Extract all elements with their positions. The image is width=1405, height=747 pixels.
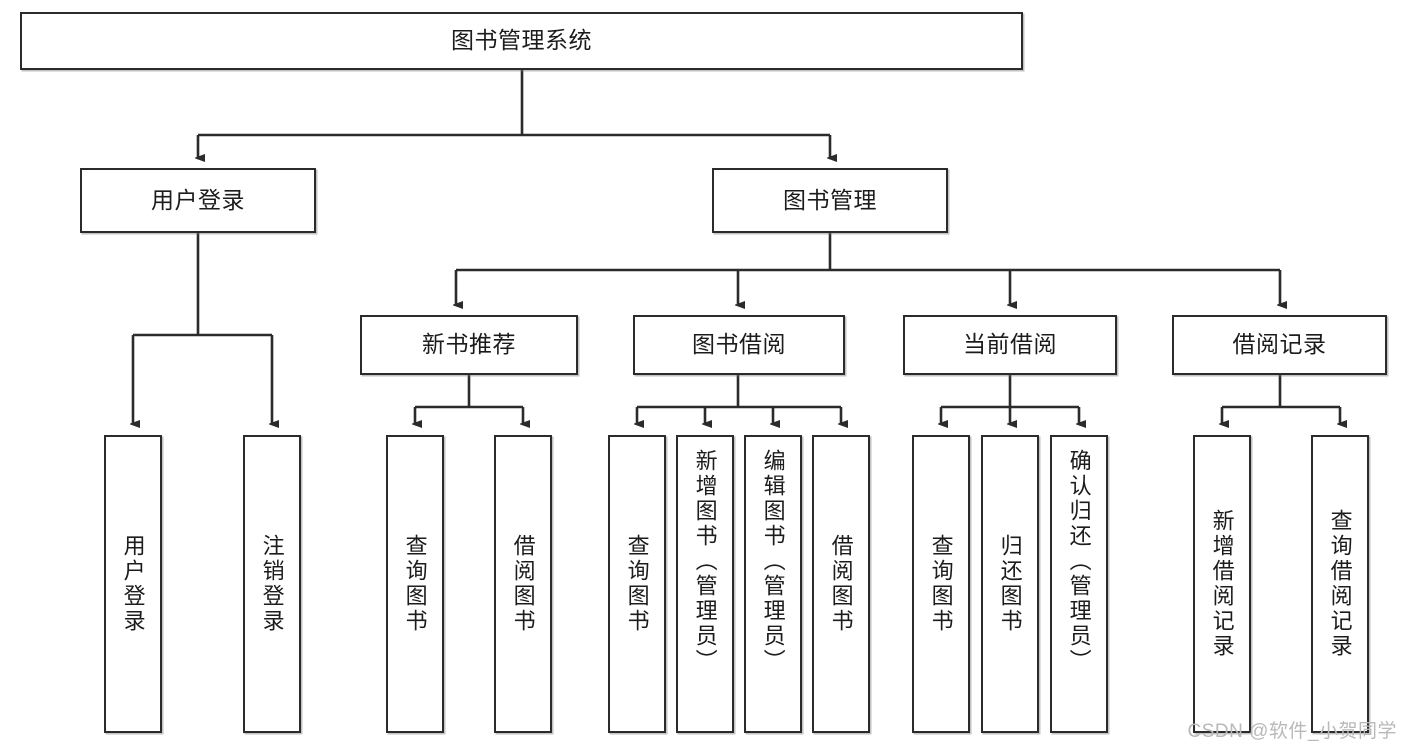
node-user-login[interactable]: 用户登录 — [80, 168, 316, 233]
leaf-label: 查询图书 — [402, 534, 428, 634]
node-root[interactable]: 图书管理系统 — [20, 12, 1023, 70]
node-book-management-label: 图书管理 — [783, 186, 877, 213]
node-current-borrow[interactable]: 当前借阅 — [903, 315, 1117, 375]
leaf-current-query-book[interactable]: 查询图书 — [912, 435, 970, 733]
leaf-label: 用户登录 — [120, 534, 146, 634]
node-book-borrow[interactable]: 图书借阅 — [633, 315, 845, 375]
node-user-login-label: 用户登录 — [151, 186, 245, 213]
leaf-user-login-signout[interactable]: 注销登录 — [243, 435, 301, 733]
leaf-label: 编辑图书（管理员） — [760, 449, 786, 674]
leaf-label: 新增借阅记录 — [1209, 509, 1235, 659]
watermark-text: CSDN @软件_小贺同学 — [1187, 721, 1397, 742]
leaf-new-book-query[interactable]: 查询图书 — [386, 435, 444, 733]
leaf-label: 借阅图书 — [510, 534, 536, 634]
leaf-borrow-edit-book-admin[interactable]: 编辑图书（管理员） — [744, 435, 802, 733]
leaf-record-query-borrow-record[interactable]: 查询借阅记录 — [1311, 435, 1369, 733]
leaf-new-book-borrow[interactable]: 借阅图书 — [494, 435, 552, 733]
leaf-current-confirm-return-admin[interactable]: 确认归还（管理员） — [1050, 435, 1108, 733]
leaf-label: 查询图书 — [624, 534, 650, 634]
node-current-borrow-label: 当前借阅 — [963, 331, 1057, 358]
leaf-label: 归还图书 — [997, 534, 1023, 634]
leaf-label: 查询图书 — [928, 534, 954, 634]
leaf-record-add-borrow-record[interactable]: 新增借阅记录 — [1193, 435, 1251, 733]
leaf-label: 注销登录 — [259, 534, 285, 634]
node-new-book-recommend[interactable]: 新书推荐 — [360, 315, 578, 375]
node-book-borrow-label: 图书借阅 — [692, 331, 786, 358]
leaf-user-login-signin[interactable]: 用户登录 — [104, 435, 162, 733]
node-book-management[interactable]: 图书管理 — [712, 168, 948, 233]
leaf-current-return-book[interactable]: 归还图书 — [981, 435, 1039, 733]
node-borrow-record-label: 借阅记录 — [1232, 331, 1327, 358]
leaf-borrow-borrow-book[interactable]: 借阅图书 — [812, 435, 870, 733]
leaf-label: 借阅图书 — [828, 534, 854, 634]
node-borrow-record[interactable]: 借阅记录 — [1172, 315, 1387, 375]
leaf-label: 新增图书（管理员） — [692, 449, 718, 674]
leaf-borrow-add-book-admin[interactable]: 新增图书（管理员） — [676, 435, 734, 733]
leaf-borrow-query-book[interactable]: 查询图书 — [608, 435, 666, 733]
node-root-label: 图书管理系统 — [451, 27, 592, 54]
leaf-label: 确认归还（管理员） — [1066, 449, 1092, 674]
node-new-book-recommend-label: 新书推荐 — [422, 331, 516, 358]
leaf-label: 查询借阅记录 — [1327, 509, 1353, 659]
